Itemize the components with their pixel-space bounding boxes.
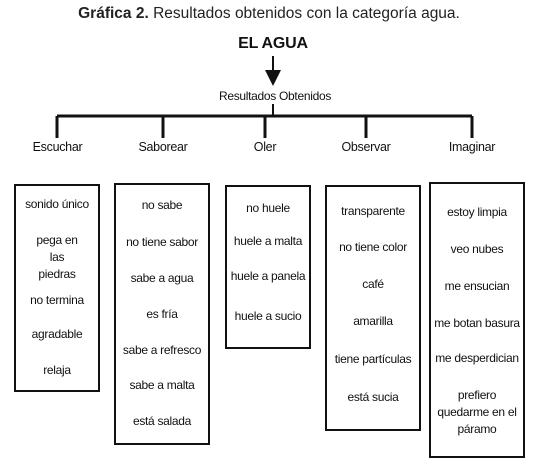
category-label-saborear: Saborear	[138, 140, 188, 154]
category-label-observar: Observar	[341, 140, 391, 154]
list-item: no huele	[246, 201, 290, 215]
list-item: me ensucian	[444, 279, 510, 293]
list-item: transparente	[341, 204, 405, 218]
list-item: huele a malta	[233, 234, 303, 248]
category-box-observar: transparente no tiene color café amarill…	[325, 185, 421, 431]
list-item: pega en las piedras	[36, 233, 78, 281]
list-item: es fría	[146, 307, 178, 321]
list-item: veo nubes	[450, 242, 504, 256]
list-item: no tiene sabor	[126, 235, 198, 249]
list-item: huele a panela	[230, 269, 306, 283]
list-item: sabe a agua	[130, 271, 194, 285]
list-item: tiene partículas	[334, 352, 412, 366]
caption-label: Gráfica 2.	[78, 5, 149, 22]
list-item: no termina	[30, 293, 84, 307]
list-item: sonido único	[25, 197, 89, 211]
category-label-oler: Oler	[253, 140, 277, 154]
list-item: no sabe	[141, 198, 183, 212]
caption-text: Resultados obtenidos con la categoría ag…	[148, 5, 460, 22]
list-item: no tiene color	[339, 240, 407, 254]
results-heading: Resultados Obtenidos	[218, 89, 332, 103]
list-item: está sucia	[347, 390, 399, 404]
category-label-imaginar: Imaginar	[448, 140, 496, 154]
category-box-imaginar: estoy limpia veo nubes me ensucian me bo…	[429, 182, 525, 458]
category-box-saborear: no sabe no tiene sabor sabe a agua es fr…	[114, 183, 210, 445]
list-item: prefiero quedarme en el páramo	[437, 388, 517, 436]
figure-caption: Gráfica 2. Resultados obtenidos con la c…	[0, 5, 538, 23]
category-box-escuchar: sonido único pega en las piedras no term…	[14, 184, 100, 392]
category-box-oler: no huele huele a malta huele a panela hu…	[225, 185, 311, 349]
list-item: está salada	[132, 414, 192, 428]
root-node: EL AGUA	[238, 35, 308, 52]
list-item: sabe a malta	[129, 378, 195, 392]
list-item: agradable	[31, 327, 83, 341]
category-label-escuchar: Escuchar	[32, 140, 83, 154]
list-item: café	[362, 277, 384, 291]
list-item: huele a sucio	[234, 309, 302, 323]
list-item: me botan basura	[434, 316, 520, 330]
list-item: sabe a refresco	[122, 343, 202, 357]
list-item: amarilla	[353, 314, 393, 328]
list-item: relaja	[43, 363, 71, 377]
list-item: estoy limpia	[447, 205, 507, 219]
list-item: me desperdician	[435, 351, 519, 365]
